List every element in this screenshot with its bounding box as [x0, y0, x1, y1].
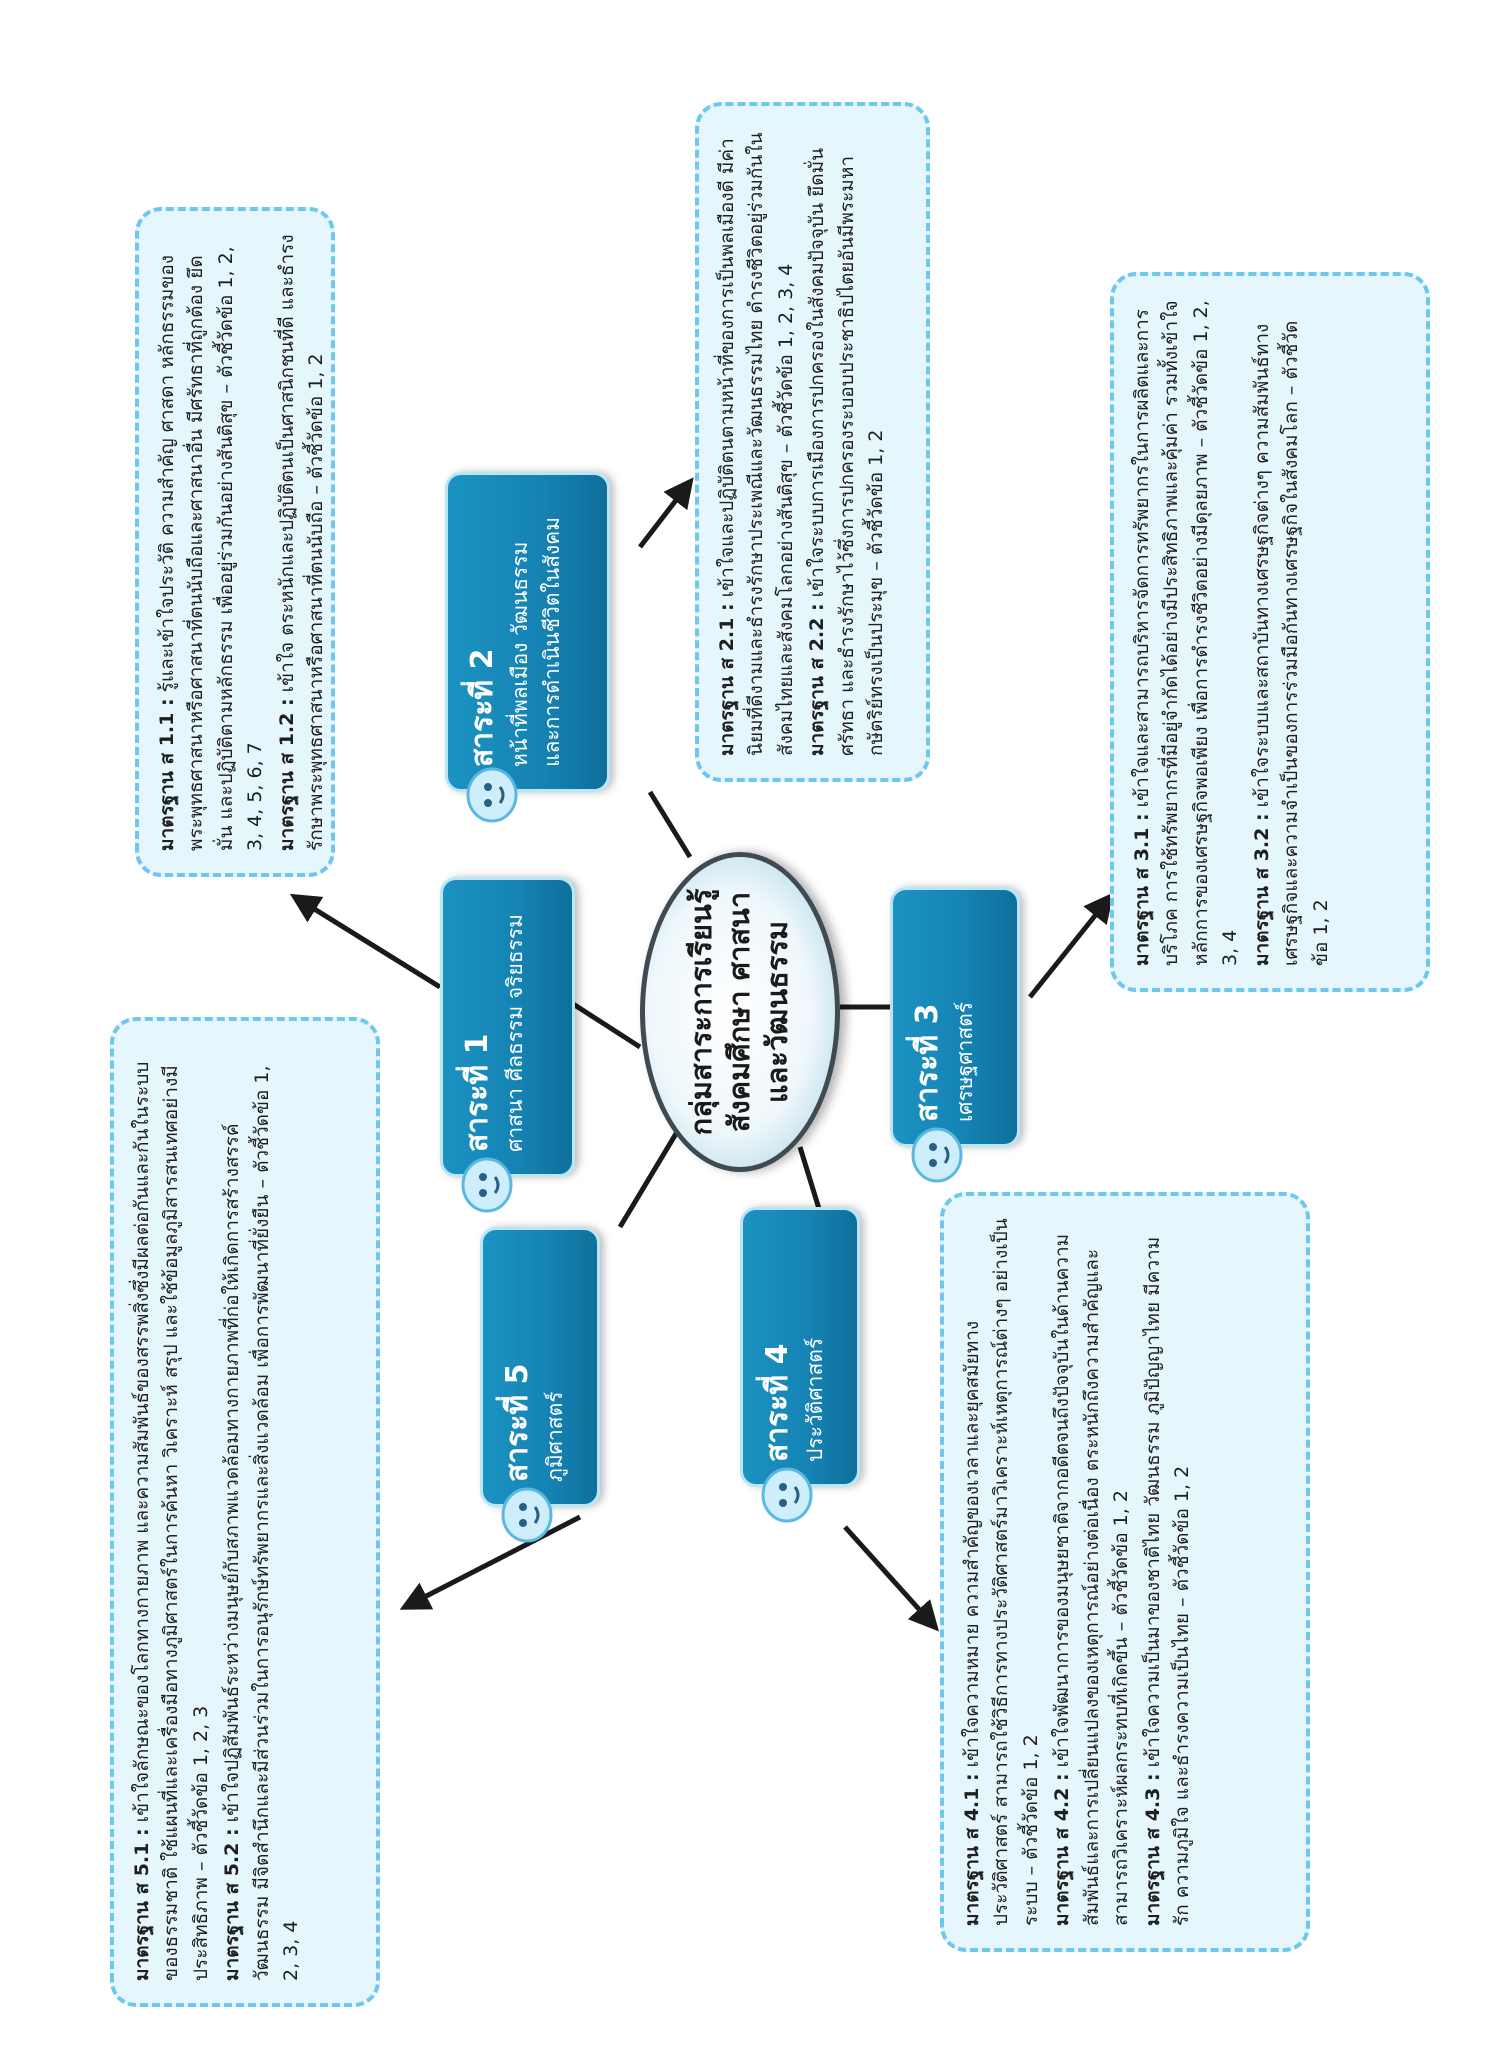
standard-5-1: มาตรฐาน ส 5.1 : เข้าใจลักษณะของโลกทางกาย…: [131, 1061, 212, 1981]
strand-node-s5: สาระที่ 5 ภูมิศาสตร์: [480, 1227, 600, 1507]
link-center-s1: [568, 999, 642, 1050]
strand-subtitle-s2-line1: หน้าที่พลเมือง วัฒนธรรม: [507, 541, 532, 767]
strand-node-s1: สาระที่ 1 ศาสนา ศีลธรรม จริยธรรม: [440, 877, 575, 1177]
arrow-s1: [289, 893, 442, 990]
standards-box-s3: มาตรฐาน ส 3.1 : เข้าใจและสามารถบริหารจัด…: [1110, 272, 1430, 992]
standard-1-2: มาตรฐาน ส 1.2 : เข้าใจ ตระหนักและปฏิบัติ…: [275, 234, 328, 851]
standard-4-1: มาตรฐาน ส 4.1 : เข้าใจความหมาย ความสำคัญ…: [961, 1218, 1042, 1926]
mascot-icon: [761, 1467, 813, 1523]
strand-title-s1: สาระที่ 1: [460, 1033, 495, 1152]
strand-subtitle-s4: ประวัติศาสตร์: [802, 1337, 827, 1462]
strand-node-s4: สาระที่ 4 ประวัติศาสตร์: [740, 1207, 860, 1487]
strand-subtitle-s1: ศาสนา ศีลธรรม จริยธรรม: [502, 914, 527, 1152]
strand-subtitle-s3: เศรษฐศาสตร์: [952, 1001, 977, 1122]
standards-box-s1: มาตรฐาน ส 1.1 : รู้และเข้าใจประวัติ ความ…: [135, 207, 335, 877]
arrow-s2: [638, 477, 694, 549]
standards-box-s2: มาตรฐาน ส 2.1 : เข้าใจและปฏิบัติตนตามหน้…: [695, 102, 930, 782]
mascot-icon: [911, 1127, 963, 1183]
center-topic: กลุ่มสาระการเรียนรู้ สังคมศึกษา ศาสนา แล…: [640, 852, 840, 1172]
link-center-s2: [647, 790, 693, 859]
standard-2-1: มาตรฐาน ส 2.1 : เข้าใจและปฏิบัติตนตามหน้…: [716, 132, 797, 756]
center-title-line1: กลุ่มสาระการเรียนรู้: [684, 888, 719, 1136]
standard-5-2: มาตรฐาน ส 5.2 : เข้าใจปฏิสัมพันธ์ระหว่าง…: [221, 1065, 303, 1981]
standard-1-1: มาตรฐาน ส 1.1 : รู้และเข้าใจประวัติ ความ…: [156, 246, 267, 851]
standards-box-s4: มาตรฐาน ส 4.1 : เข้าใจความหมาย ความสำคัญ…: [940, 1192, 1310, 1952]
strand-title-s5: สาระที่ 5: [500, 1363, 535, 1482]
standard-3-2: มาตรฐาน ส 3.2 : เข้าใจระบบและสถาบันทางเศ…: [1250, 320, 1332, 966]
mascot-icon: [461, 1157, 513, 1213]
link-center-s4: [797, 1146, 823, 1213]
arrow-s5: [399, 1514, 582, 1610]
strand-subtitle-s5: ภูมิศาสตร์: [542, 1391, 567, 1482]
standard-4-3: มาตรฐาน ส 4.3 : เข้าใจความเป็นมาของชาติไ…: [1141, 1236, 1194, 1926]
arrow-s4: [843, 1525, 940, 1632]
arrow-s3: [1028, 892, 1114, 999]
standards-box-s5: มาตรฐาน ส 5.1 : เข้าใจลักษณะของโลกทางกาย…: [110, 1017, 380, 2007]
strand-subtitle-s2-line2: และการดำเนินชีวิตในสังคม: [539, 516, 564, 767]
link-center-s5: [617, 1125, 683, 1229]
standard-4-2: มาตรฐาน ส 4.2 : เข้าใจพัฒนาการของมนุษยชา…: [1051, 1233, 1133, 1926]
center-title-line3: และวัฒนธรรม: [759, 920, 794, 1104]
mascot-icon: [501, 1487, 553, 1543]
strand-title-s2: สาระที่ 2: [465, 648, 500, 767]
center-title-line2: สังคมศึกษา ศาสนา: [722, 891, 757, 1133]
strand-title-s3: สาระที่ 3: [910, 1003, 945, 1122]
standard-2-2: มาตรฐาน ส 2.2 : เข้าใจระบบการเมืองการปกค…: [806, 147, 888, 756]
standard-3-1: มาตรฐาน ส 3.1 : เข้าใจและสามารถบริหารจัด…: [1131, 300, 1242, 966]
strand-node-s3: สาระที่ 3 เศรษฐศาสตร์: [890, 887, 1020, 1147]
mascot-icon: [466, 767, 518, 823]
strand-node-s2: สาระที่ 2 หน้าที่พลเมือง วัฒนธรรม และการ…: [445, 472, 610, 792]
strand-title-s4: สาระที่ 4: [760, 1343, 795, 1462]
